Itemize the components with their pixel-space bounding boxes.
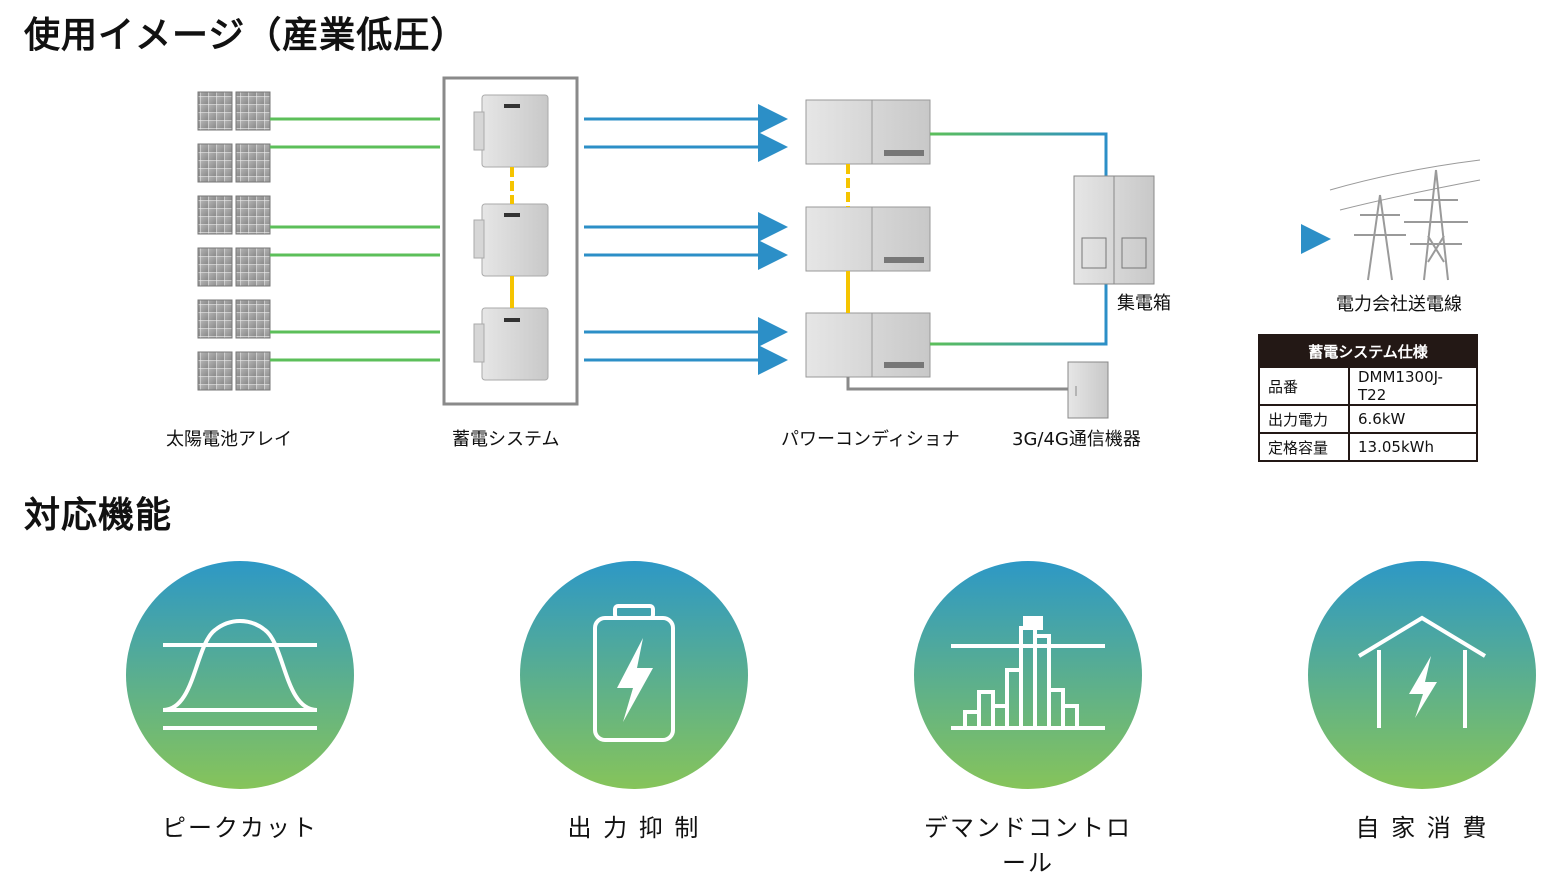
label-grid: 電力会社送電線 — [1336, 294, 1462, 315]
collector-box-icon — [1073, 175, 1155, 285]
storage-units — [473, 94, 549, 381]
page-title-functions: 対応機能 — [24, 495, 173, 536]
storage-unit-icon — [473, 94, 549, 168]
storage-frame — [442, 76, 579, 406]
label-solar: 太陽電池アレイ — [166, 429, 292, 450]
solar-panel-icon — [197, 143, 271, 183]
pcs-unit-icon — [805, 99, 931, 165]
function-label: 出 力 抑 制 — [567, 814, 701, 842]
peak-cut-icon — [126, 561, 354, 789]
function-peak-cut: ピークカット — [125, 560, 355, 843]
function-demand-control: デマンドコントロール — [913, 560, 1143, 878]
solar-array — [197, 91, 271, 391]
house-lightning-icon — [1308, 561, 1536, 789]
power-tower-icon — [1329, 159, 1481, 281]
solar-panel-icon — [197, 195, 271, 235]
pcs-units — [805, 99, 931, 378]
function-output-control: 出 力 抑 制 — [519, 560, 749, 843]
comm-device-icon — [1067, 361, 1109, 419]
solar-panel-icon — [197, 299, 271, 339]
solar-panel-icon — [197, 91, 271, 131]
label-comm: 3G/4G通信機器 — [1012, 429, 1141, 450]
function-label: ピークカット — [162, 814, 318, 842]
ac-lines — [846, 132, 1331, 391]
label-storage: 蓄電システム — [452, 429, 560, 450]
spec-header: 蓄電システム仕様 — [1258, 334, 1478, 368]
label-pcs: パワーコンディショナ — [781, 429, 960, 450]
demand-bars-icon — [914, 561, 1142, 789]
dc-lines — [270, 104, 788, 375]
storage-unit-icon — [473, 203, 549, 277]
function-label: 自 家 消 費 — [1355, 814, 1489, 842]
system-diagram — [197, 76, 1481, 419]
pcs-unit-icon — [805, 312, 931, 378]
battery-icon — [520, 561, 748, 789]
function-self-consumption: 自 家 消 費 — [1307, 560, 1537, 843]
label-collector: 集電箱 — [1117, 293, 1171, 314]
storage-unit-icon — [473, 307, 549, 381]
solar-panel-icon — [197, 247, 271, 287]
solar-panel-icon — [197, 351, 271, 391]
function-label: デマンドコントロール — [924, 814, 1132, 877]
pcs-unit-icon — [805, 206, 931, 272]
page-title-usage: 使用イメージ（産業低圧） — [24, 15, 468, 56]
